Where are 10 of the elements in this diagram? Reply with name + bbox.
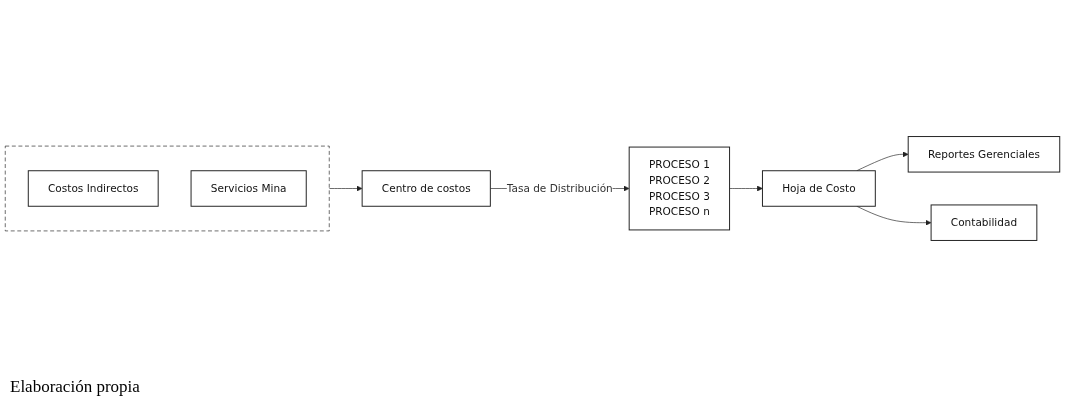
node-box: Reportes Gerenciales bbox=[907, 136, 1061, 173]
caption: Elaboración propia bbox=[9, 377, 141, 398]
node-box: Costos Indirectos bbox=[27, 170, 159, 207]
node-box: Contabilidad bbox=[930, 204, 1038, 241]
cluster bbox=[4, 145, 330, 232]
edge-label: Tasa de Distribución bbox=[506, 181, 613, 195]
node-box: Centro de costos bbox=[361, 170, 491, 207]
node-box: Hoja de Costo bbox=[761, 170, 876, 207]
node-box: PROCESO 1 PROCESO 2 PROCESO 3 PROCESO n bbox=[628, 146, 731, 231]
node-box: Servicios Mina bbox=[190, 170, 307, 207]
